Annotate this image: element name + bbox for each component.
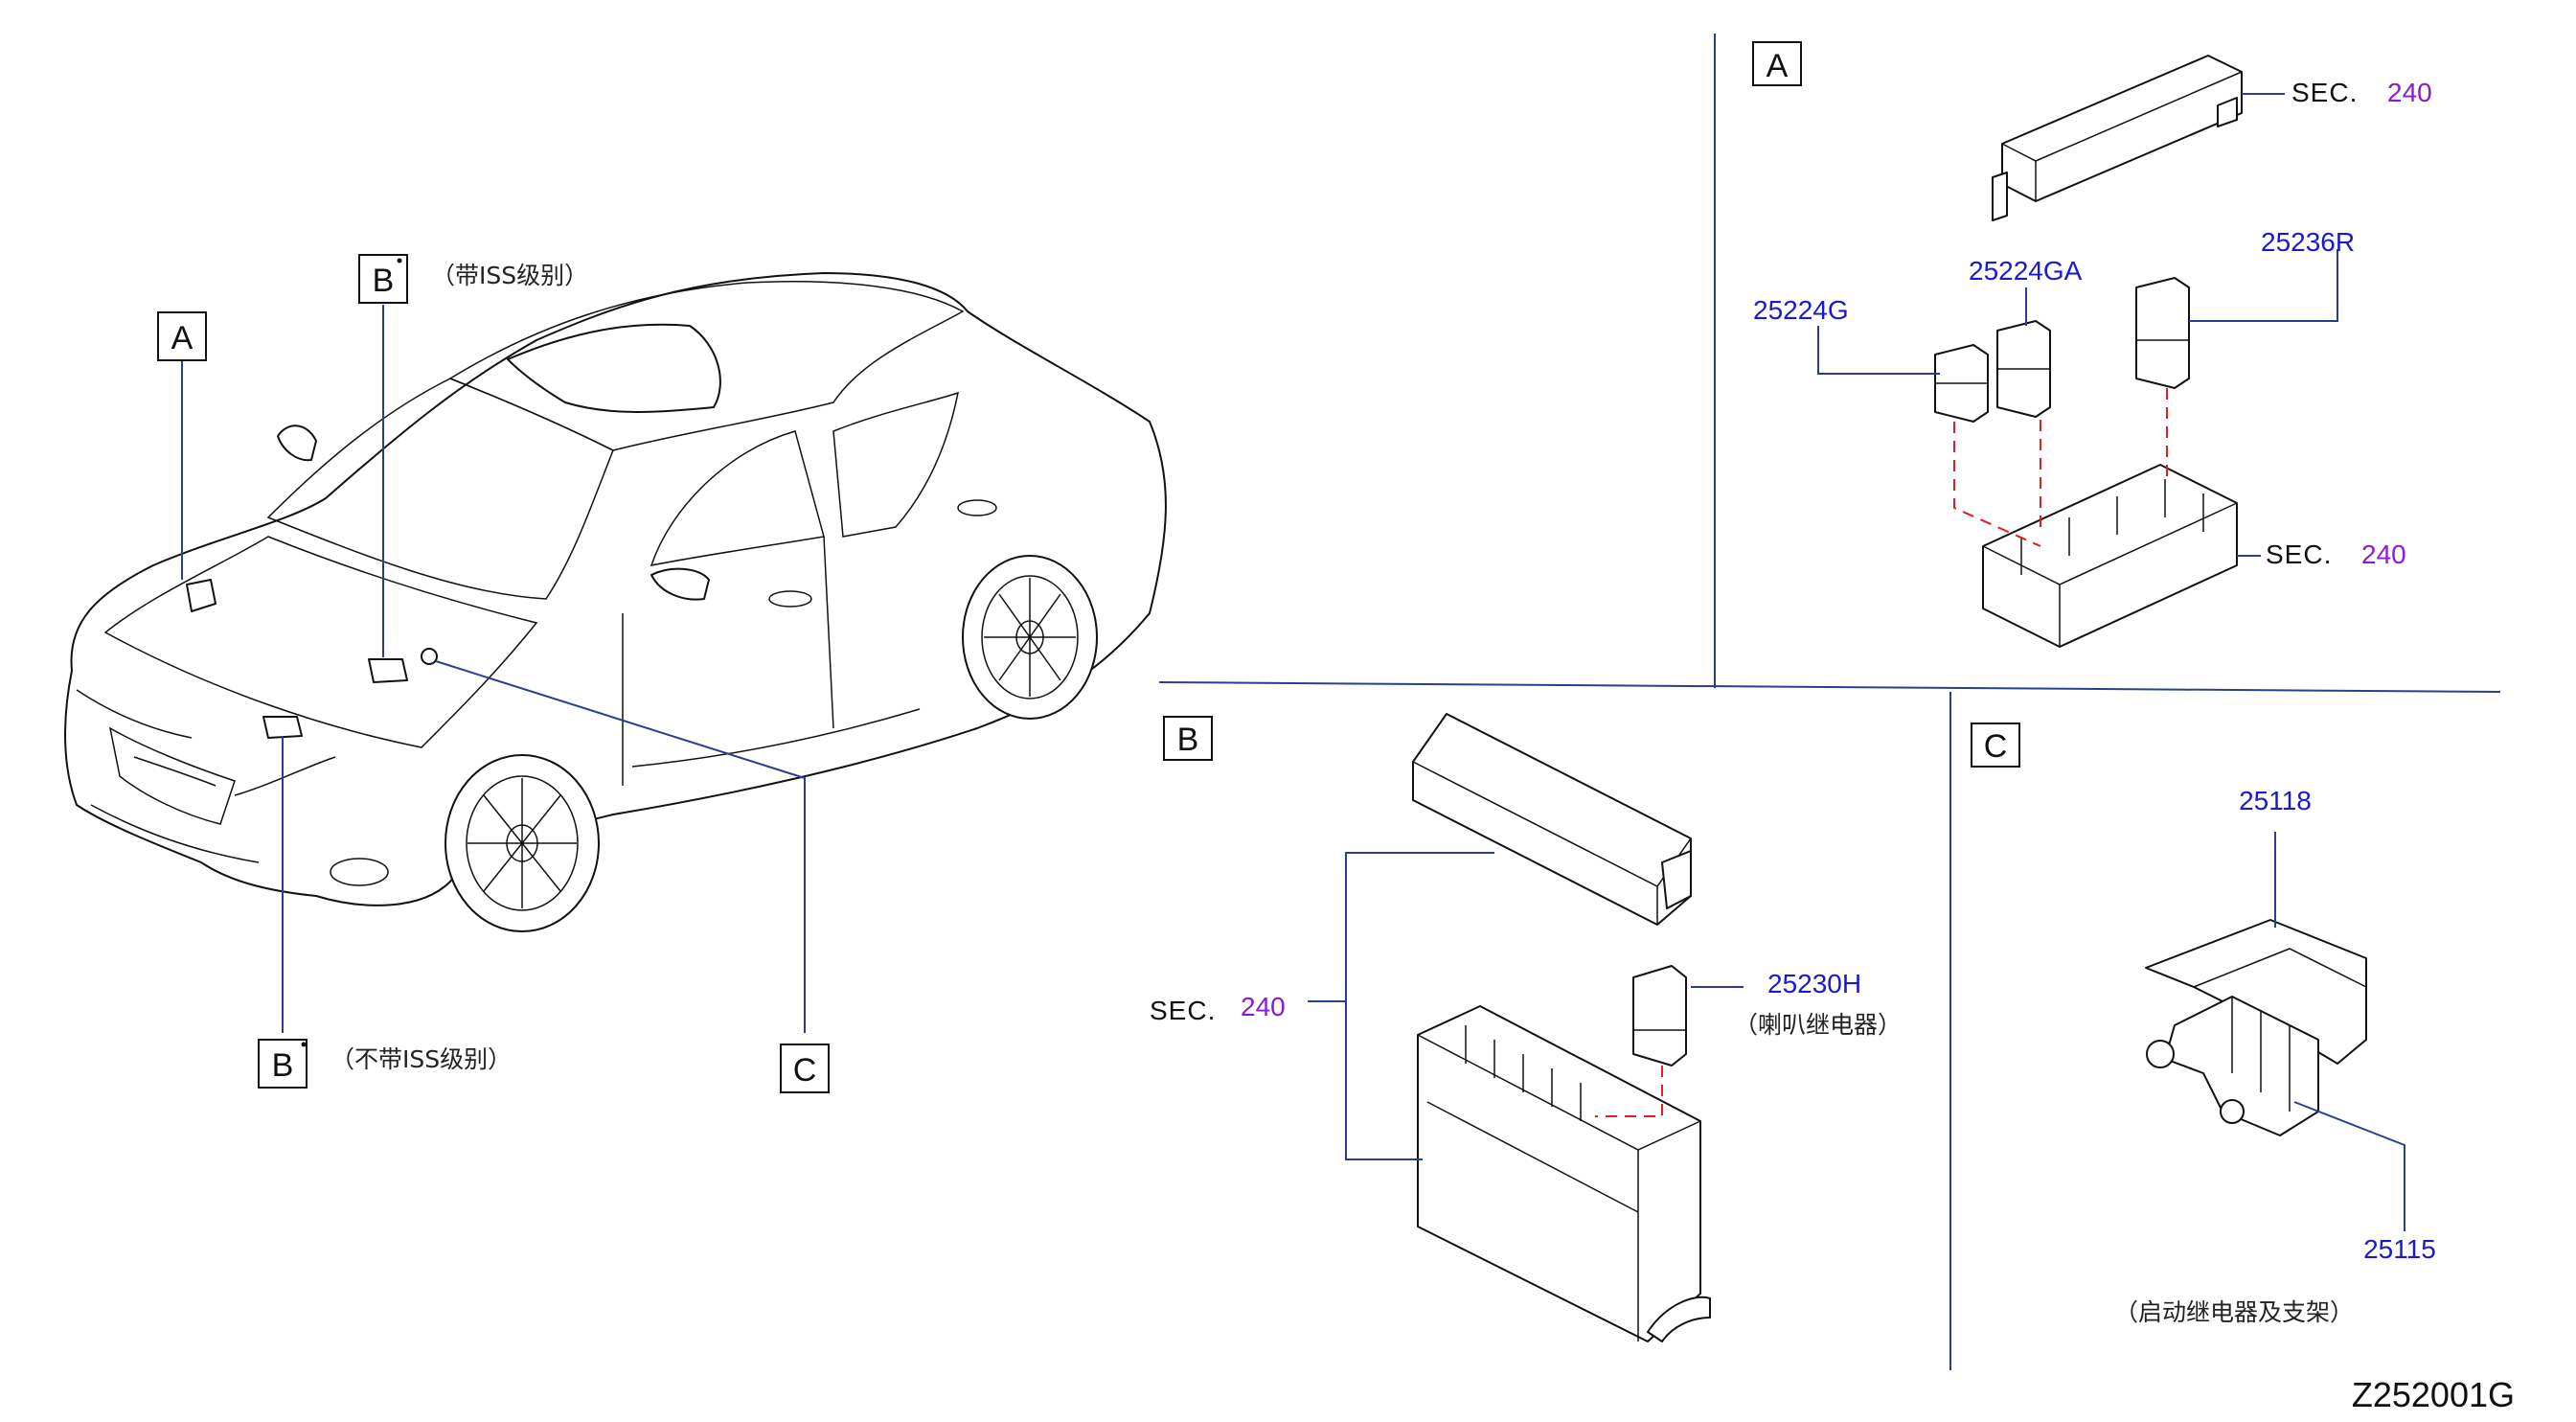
panel-a-label: A <box>1767 48 1789 84</box>
panel-dividers <box>1158 34 2501 1370</box>
callout-b-top-note: （带ISS级别） <box>431 262 588 289</box>
panel-a-sec-top-text: SEC. <box>2291 78 2358 107</box>
panel-a-sec-bottom-num: 240 <box>2361 539 2406 569</box>
callout-c-label: C <box>793 1052 817 1089</box>
panel-b-label: B <box>1177 722 1199 758</box>
panel-c: C 25118 25115 （启动继电器及支架） <box>1971 722 2436 1326</box>
callout-b-with-iss: B （带ISS级别） <box>358 254 588 304</box>
callout-c: C <box>780 1044 830 1093</box>
part-25230H: 25230H <box>1767 969 1861 998</box>
part-25224G: 25224G <box>1753 295 1849 325</box>
car-callout-leaders <box>181 305 806 1033</box>
diagram-code: Z252001G <box>2352 1375 2515 1414</box>
panel-a-sec-top-num: 240 <box>2387 78 2432 107</box>
panel-a-sec-bottom-text: SEC. <box>2266 539 2332 569</box>
panel-b: B SEC. 240 25230H （喇叭继电器） <box>1150 713 1902 1342</box>
callout-b-without-iss: B （不带ISS级别） <box>258 1039 512 1089</box>
callout-b-bottom-note: （不带ISS级别） <box>331 1045 512 1073</box>
panel-c-label: C <box>1984 728 2008 765</box>
car-illustration <box>64 272 1167 932</box>
callout-a-label: A <box>171 320 194 356</box>
callout-b-top-label: B <box>373 263 395 299</box>
part-25115: 25115 <box>2363 1234 2436 1264</box>
panel-c-note: （启动继电器及支架） <box>2114 1298 2354 1326</box>
part-25236R: 25236R <box>2261 227 2355 257</box>
panel-a: A SEC. 240 SEC. 240 25224G <box>1752 41 2432 648</box>
panel-b-sec-text: SEC. <box>1150 996 1216 1025</box>
part-25230H-note: （喇叭继电器） <box>1734 1011 1902 1039</box>
callout-b-bottom-label: B <box>272 1047 294 1084</box>
panel-b-sec-num: 240 <box>1241 992 1286 1021</box>
callout-a: A <box>157 311 207 361</box>
part-25118: 25118 <box>2239 786 2312 815</box>
part-25224GA: 25224GA <box>1969 256 2083 286</box>
